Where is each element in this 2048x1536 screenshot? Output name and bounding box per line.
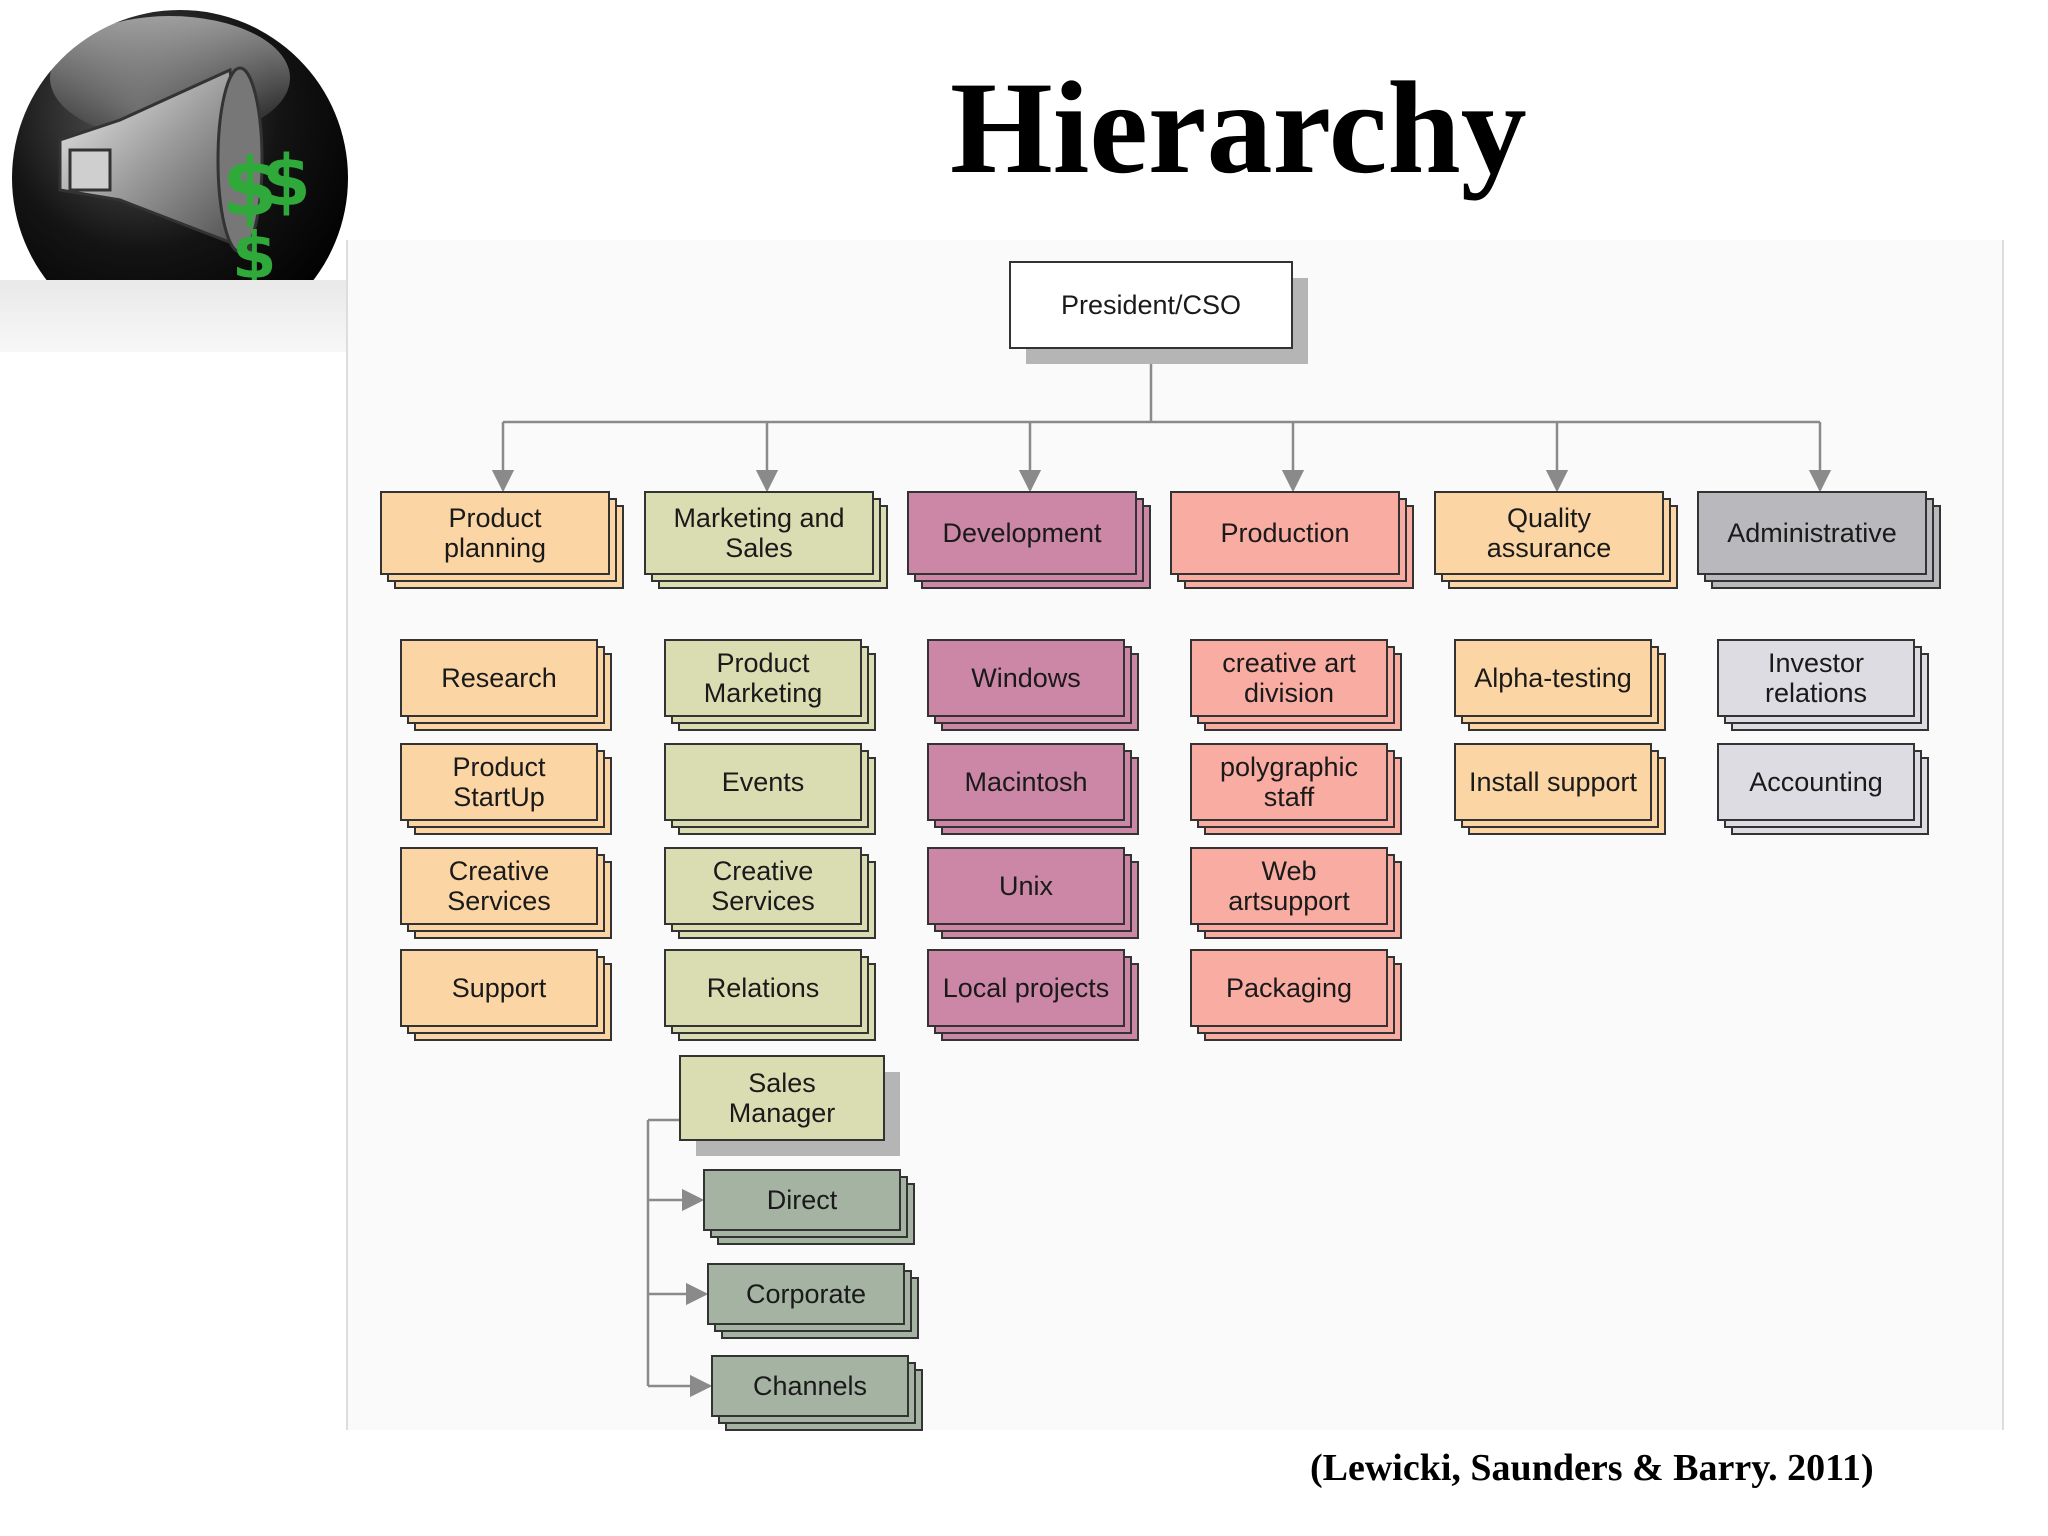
unit-development-1: Macintosh [928,744,1138,834]
sales-channel-2-label: Channels [753,1371,867,1401]
unit-development-3-label: Local projects [943,973,1110,1003]
unit-marketing-1: Events [665,744,875,834]
department-development-label: Development [942,518,1102,548]
root-box-president: President/CSO [1010,262,1308,364]
unit-development-2-label: Unix [999,871,1054,901]
department-marketing-label: Marketing and [673,503,844,533]
unit-quality-1-label: Install support [1469,767,1638,797]
unit-development-3: Local projects [928,950,1138,1040]
sales-channel-0: Direct [704,1170,914,1244]
department-admin-label: Administrative [1727,518,1897,548]
unit-planning-1-label: Product [452,752,546,782]
unit-admin-1-label: Accounting [1749,767,1883,797]
unit-quality-0-label: Alpha-testing [1474,663,1632,693]
unit-development-0: Windows [928,640,1138,730]
unit-admin-1: Accounting [1718,744,1928,834]
unit-planning-3-label: Support [452,973,547,1003]
unit-planning-2-label: Services [447,886,551,916]
unit-marketing-0-label: Product [716,648,810,678]
unit-planning-1-label: StartUp [453,782,545,812]
root-box-president-label: President/CSO [1061,290,1241,320]
unit-marketing-2-label: Creative [713,856,814,886]
unit-production-0-label: division [1244,678,1334,708]
sales-manager-box-label: Sales [748,1068,816,1098]
unit-admin-0-label: Investor [1768,648,1864,678]
department-production: Production [1171,492,1413,588]
unit-admin-0-label: relations [1765,678,1867,708]
unit-production-2-label: Web [1261,856,1316,886]
unit-planning-3: Support [401,950,611,1040]
unit-planning-0: Research [401,640,611,730]
unit-production-3: Packaging [1191,950,1401,1040]
unit-planning-2-label: Creative [449,856,550,886]
unit-marketing-0-label: Marketing [704,678,823,708]
department-marketing: Marketing andSales [645,492,887,588]
unit-development-1-label: Macintosh [964,767,1087,797]
citation: (Lewicki, Saunders & Barry. 2011) [1310,1446,1920,1490]
unit-production-1-label: polygraphic [1220,752,1358,782]
department-planning-label: Product [448,503,542,533]
sales-channel-0-label: Direct [767,1185,838,1215]
department-production-label: Production [1220,518,1349,548]
sales-channel-1: Corporate [708,1264,918,1338]
org-boxes: President/CSOProductplanningResearchProd… [381,262,1940,1430]
department-quality-label: Quality [1507,503,1592,533]
department-marketing-label: Sales [725,533,793,563]
unit-production-1-label: staff [1264,782,1315,812]
unit-quality-0: Alpha-testing [1455,640,1665,730]
unit-quality-1: Install support [1455,744,1665,834]
unit-marketing-3: Relations [665,950,875,1040]
department-admin: Administrative [1698,492,1940,588]
department-planning-label: planning [444,533,546,563]
unit-marketing-2-label: Services [711,886,815,916]
department-quality-label: assurance [1487,533,1612,563]
unit-production-2: Webartsupport [1191,848,1401,938]
unit-production-3-label: Packaging [1226,973,1352,1003]
unit-marketing-1-label: Events [722,767,805,797]
unit-development-0-label: Windows [971,663,1081,693]
department-development: Development [908,492,1150,588]
unit-development-2: Unix [928,848,1138,938]
sales-manager-box-label: Manager [729,1098,836,1128]
sales-channel-2: Channels [712,1356,922,1430]
unit-production-0-label: creative art [1222,648,1356,678]
unit-planning-0-label: Research [441,663,557,693]
sales-channel-1-label: Corporate [746,1279,866,1309]
unit-marketing-3-label: Relations [707,973,820,1003]
unit-production-2-label: artsupport [1228,886,1350,916]
